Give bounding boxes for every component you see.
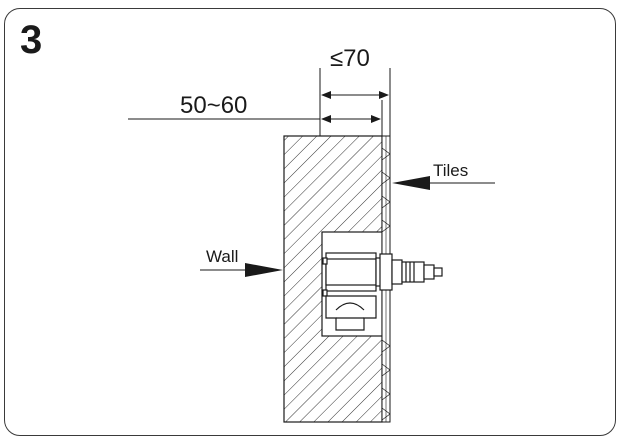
diagram-frame	[4, 8, 616, 436]
tiles-label: Tiles	[433, 161, 469, 180]
step-number: 3	[20, 18, 43, 62]
max-depth-label: ≤70	[330, 45, 370, 72]
embed-depth-label: 50~60	[180, 92, 248, 119]
tiles-arrow	[392, 176, 495, 190]
valve-body	[322, 252, 383, 331]
dimension-lines	[128, 68, 391, 136]
outlet-pipe	[379, 253, 443, 291]
wall-arrow	[200, 263, 283, 277]
wall-label: Wall	[206, 247, 239, 266]
